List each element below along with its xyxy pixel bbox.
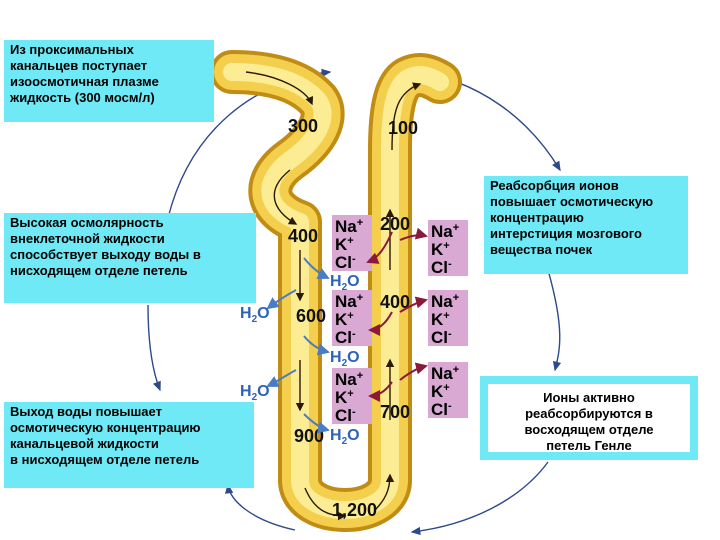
- ion-box-inner-3: Na+ K+ Cl-: [332, 368, 372, 425]
- svg-text:Cl-: Cl-: [431, 258, 452, 277]
- ion-box-outer-1: Na+ K+ Cl-: [428, 220, 468, 277]
- osmolarity-400-descending: 400: [288, 226, 318, 246]
- svg-text:Na+: Na+: [335, 217, 363, 236]
- ion-na: Na: [335, 217, 357, 236]
- ion-reabsorption-text: Реабсорбция ионов повышает осмотическую …: [490, 178, 654, 257]
- osmolarity-400-ascending: 400: [380, 292, 410, 312]
- svg-text:K+: K+: [335, 388, 354, 407]
- active-ions-text: Ионы активно реабсорбируются в восходяще…: [524, 390, 654, 453]
- svg-text:Cl-: Cl-: [431, 328, 452, 347]
- svg-text:K+: K+: [431, 310, 450, 329]
- svg-text:K+: K+: [431, 240, 450, 259]
- ion-k: K: [335, 235, 348, 254]
- svg-text:Cl-: Cl-: [335, 328, 356, 347]
- svg-text:Cl-: Cl-: [335, 253, 356, 272]
- loop-of-henle-tubule: [210, 50, 462, 532]
- ion-box-inner-1: Na+ K+ Cl-: [332, 215, 372, 272]
- svg-text:Na+: Na+: [335, 370, 363, 389]
- osmolarity-700: 700: [380, 402, 410, 422]
- water-exit-text: Выход воды повышает осмотическую концент…: [10, 404, 201, 467]
- ion-box-outer-3: Na+ K+ Cl-: [428, 362, 468, 419]
- water-arrows: [266, 257, 330, 434]
- osmolarity-300: 300: [288, 116, 318, 136]
- active-ions-note: Ионы активно реабсорбируются в восходяще…: [480, 376, 698, 460]
- osmolarity-200: 200: [380, 214, 410, 234]
- high-osmolarity-note: Высокая осмолярность внеклеточной жидкос…: [4, 213, 256, 303]
- svg-text:Na+: Na+: [335, 292, 363, 311]
- h2o-label-5: H2O: [330, 427, 360, 447]
- h2o-label-1: H2O: [330, 273, 360, 293]
- h2o-label-3: H2O: [330, 349, 360, 369]
- svg-text:Na+: Na+: [431, 292, 459, 311]
- svg-text:K+: K+: [335, 235, 354, 254]
- svg-text:K+: K+: [431, 382, 450, 401]
- osmolarity-100: 100: [388, 118, 418, 138]
- svg-text:Na+: Na+: [431, 222, 459, 241]
- svg-text:Cl-: Cl-: [335, 406, 356, 425]
- osmolarity-600: 600: [296, 306, 326, 326]
- water-exit-note: Выход воды повышает осмотическую концент…: [4, 402, 254, 488]
- proximal-tubule-text: Из проксимальных канальцев поступает изо…: [10, 42, 159, 105]
- ion-cl: Cl: [335, 253, 352, 272]
- ion-box-outer-2: Na+ K+ Cl-: [428, 290, 468, 347]
- osmolarity-900: 900: [294, 426, 324, 446]
- svg-text:Cl-: Cl-: [431, 400, 452, 419]
- ion-reabsorption-note: Реабсорбция ионов повышает осмотическую …: [484, 176, 688, 274]
- high-osmolarity-text: Высокая осмолярность внеклеточной жидкос…: [10, 215, 201, 278]
- osmolarity-1200: 1,200: [332, 500, 377, 520]
- ion-transport-arrows: [366, 227, 428, 402]
- proximal-tubule-note: Из проксимальных канальцев поступает изо…: [4, 40, 214, 122]
- h2o-label-4: H2O: [240, 383, 270, 403]
- svg-text:Na+: Na+: [431, 364, 459, 383]
- h2o-label-2: H2O: [240, 305, 270, 325]
- svg-text:K+: K+: [335, 310, 354, 329]
- ion-box-inner-2: Na+ K+ Cl-: [332, 290, 372, 347]
